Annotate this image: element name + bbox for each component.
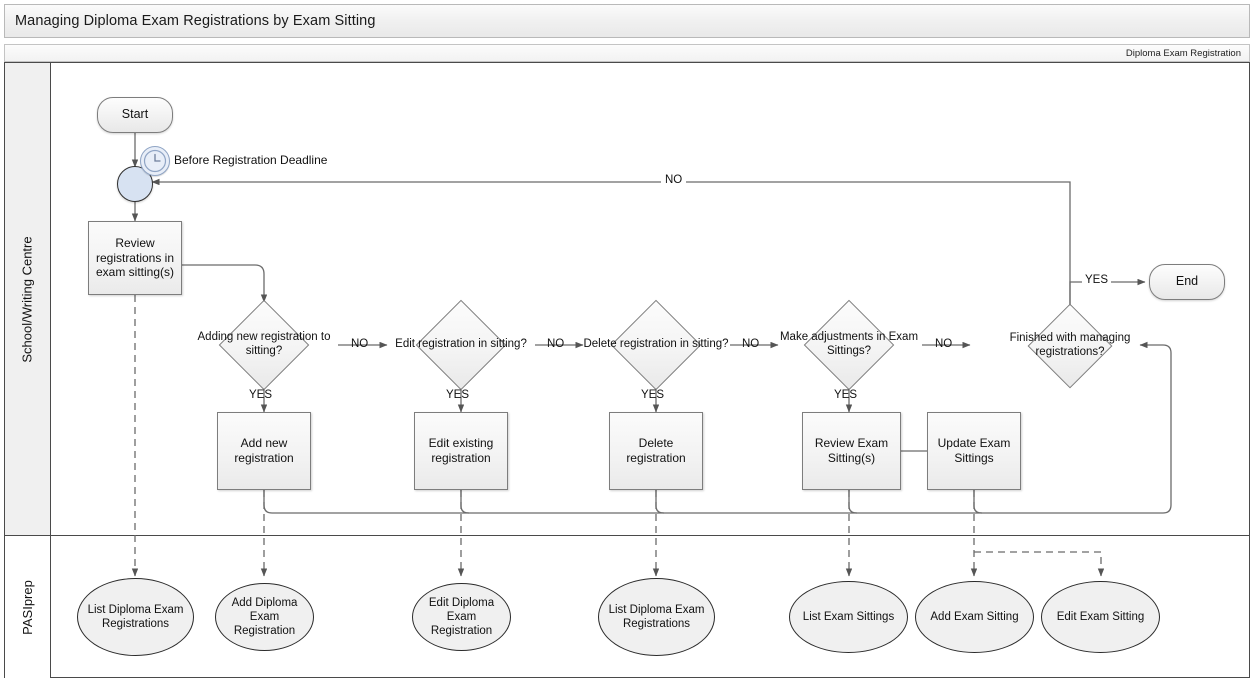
end-node[interactable]: End	[1149, 264, 1225, 300]
decision-edit-registration-label: Edit registration in sitting?	[395, 338, 527, 351]
task-review-exam-sittings-label: Review Exam Sitting(s)	[814, 436, 889, 465]
system-action-label: Edit Exam Sitting	[1056, 610, 1145, 623]
edge-update-to-rail	[973, 490, 983, 514]
system-action-label: Add Diploma Exam Registration	[231, 596, 298, 637]
edge-edit-to-rail	[460, 490, 470, 514]
phase-label: Diploma Exam Registration	[1125, 47, 1241, 59]
lane-header-school: School/Writing Centre	[5, 63, 51, 535]
edge-label-no-1: NO	[351, 338, 369, 350]
decision-make-adjustments[interactable]: Make adjustments in Exam Sittings?	[775, 299, 923, 391]
edge-review-to-adding-decision	[182, 264, 268, 303]
decision-make-adjustments-label: Make adjustments in Exam Sittings?	[779, 331, 919, 357]
edge-label-yes-2: YES	[446, 389, 470, 401]
decision-edit-registration[interactable]: Edit registration in sitting?	[387, 299, 535, 391]
system-action-edit-diploma-exam-registration[interactable]: Edit Diploma Exam Registration	[412, 583, 511, 651]
start-node[interactable]: Start	[97, 97, 173, 133]
edge-label-yes-3: YES	[641, 389, 665, 401]
timer-event-annotation: Before Registration Deadline	[174, 153, 328, 167]
system-action-label: Add Exam Sitting	[930, 610, 1019, 623]
edge-review-sitting-to-rail	[848, 490, 858, 514]
task-review-exam-sittings[interactable]: Review Exam Sitting(s)	[802, 412, 901, 490]
clock-icon	[140, 146, 170, 176]
edge-label-yes-4: YES	[834, 389, 858, 401]
task-delete-registration-label: Delete registration	[626, 436, 686, 465]
task-review-registrations-label: Review registrations in exam sitting(s)	[95, 236, 175, 280]
system-action-label: List Diploma Exam Registrations	[608, 603, 705, 630]
system-action-label: List Diploma Exam Registrations	[87, 603, 184, 630]
task-edit-existing-registration-label: Edit existing registration	[428, 436, 494, 465]
phase-bar: Diploma Exam Registration	[4, 44, 1250, 62]
task-add-new-registration[interactable]: Add new registration	[217, 412, 311, 490]
decision-adding-new-registration[interactable]: Adding new registration to sitting?	[190, 299, 338, 391]
system-action-list-diploma-exam-registrations-2[interactable]: List Diploma Exam Registrations	[598, 578, 715, 656]
page-title: Managing Diploma Exam Registrations by E…	[15, 13, 376, 29]
diagram-title-bar: Managing Diploma Exam Registrations by E…	[4, 4, 1250, 38]
task-review-registrations[interactable]: Review registrations in exam sitting(s)	[88, 221, 182, 295]
task-update-exam-sittings-label: Update Exam Sittings	[937, 436, 1011, 465]
system-action-label: List Exam Sittings	[802, 610, 895, 623]
edge-label-no-loop: NO	[661, 174, 687, 186]
edge-label-yes-end: YES	[1082, 274, 1112, 286]
task-edit-existing-registration[interactable]: Edit existing registration	[414, 412, 508, 490]
edge-label-yes-1: YES	[249, 389, 273, 401]
edge-return-rail	[263, 341, 1172, 514]
edge-label-no-3: NO	[742, 338, 760, 350]
task-add-new-registration-label: Add new registration	[234, 436, 294, 465]
edge-delete-to-rail	[655, 490, 665, 514]
system-action-list-exam-sittings[interactable]: List Exam Sittings	[789, 581, 908, 653]
lane-school-writing-centre: School/Writing Centre	[5, 63, 1249, 536]
decision-finished-managing-label: Finished with managing registrations?	[1009, 332, 1131, 358]
edge-label-no-4: NO	[935, 338, 953, 350]
lane-pasiprep: PASIprep	[5, 536, 1249, 678]
end-label: End	[1175, 274, 1199, 289]
edge-update-to-edit-exam-sitting	[974, 551, 1105, 577]
system-action-add-diploma-exam-registration[interactable]: Add Diploma Exam Registration	[215, 583, 314, 651]
edge-label-no-2: NO	[547, 338, 565, 350]
pool: School/Writing Centre PASIprep	[4, 62, 1250, 678]
decision-delete-registration[interactable]: Delete registration in sitting?	[582, 299, 730, 391]
task-delete-registration[interactable]: Delete registration	[609, 412, 703, 490]
decision-finished-managing[interactable]: Finished with managing registrations?	[996, 303, 1144, 389]
edge-no-loop-to-timer	[151, 178, 1071, 313]
decision-adding-new-registration-label: Adding new registration to sitting?	[197, 331, 331, 357]
task-update-exam-sittings[interactable]: Update Exam Sittings	[927, 412, 1021, 490]
system-action-label: Edit Diploma Exam Registration	[428, 596, 495, 637]
decision-delete-registration-label: Delete registration in sitting?	[583, 338, 729, 351]
lane-header-pasiprep: PASIprep	[5, 536, 51, 678]
system-action-add-exam-sitting[interactable]: Add Exam Sitting	[915, 581, 1034, 653]
system-action-list-diploma-exam-registrations-1[interactable]: List Diploma Exam Registrations	[77, 578, 194, 656]
system-action-edit-exam-sitting[interactable]: Edit Exam Sitting	[1041, 581, 1160, 653]
start-label: Start	[121, 107, 149, 122]
